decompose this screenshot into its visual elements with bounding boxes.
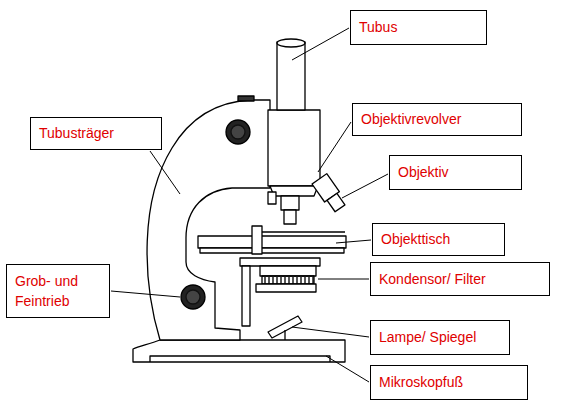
revolver	[270, 186, 318, 196]
leader-line	[318, 279, 369, 280]
part-label: Objektiv	[398, 162, 449, 182]
part-label: Kondensor/ Filter	[379, 269, 486, 289]
part-label: Grob- und Feintrieb	[15, 271, 101, 312]
label-box: Lampe/ Spiegel	[370, 320, 510, 355]
stage-edge	[200, 248, 344, 253]
leader-line	[292, 28, 349, 60]
label-box: Objekttisch	[372, 223, 505, 256]
focus-knob	[181, 285, 205, 309]
foot	[133, 340, 345, 362]
mirror-post	[284, 330, 285, 340]
label-box: Tubusträger	[30, 117, 162, 150]
leader-line	[336, 240, 371, 243]
leader-line	[318, 122, 351, 172]
objective-center	[281, 196, 299, 210]
part-label: Tubusträger	[39, 123, 114, 143]
arm	[147, 100, 270, 340]
part-label: Objekttisch	[381, 229, 450, 249]
leader-line	[150, 151, 180, 194]
condenser-thread	[262, 276, 314, 284]
stage-rail	[262, 231, 345, 232]
part-label: Objektivrevolver	[361, 109, 461, 129]
focus-knob-inner	[186, 290, 200, 304]
objective-left	[268, 192, 276, 204]
tube	[277, 42, 305, 110]
leader-line	[326, 356, 369, 382]
leader-line	[111, 291, 180, 297]
label-box: Tubus	[350, 10, 487, 45]
stage-plate	[198, 236, 346, 248]
foot-edge	[150, 356, 330, 362]
filter	[256, 284, 316, 292]
label-box: Grob- und Feintrieb	[6, 264, 110, 318]
label-box: Objektivrevolver	[352, 103, 522, 136]
label-box: Mikroskopfuß	[370, 365, 528, 400]
arm-knob-inner	[231, 125, 245, 139]
objective-right-tip	[327, 193, 345, 211]
condenser	[260, 266, 316, 276]
objective-tip	[284, 210, 296, 224]
label-box: Kondensor/ Filter	[370, 262, 550, 296]
tube-body	[268, 110, 320, 186]
label-box: Objektiv	[389, 155, 522, 190]
leader-line	[292, 327, 369, 337]
arm-knob	[226, 120, 250, 144]
condenser-bracket	[240, 258, 320, 266]
tube-cap	[277, 39, 305, 47]
part-label: Lampe/ Spiegel	[379, 327, 476, 347]
leader-lines	[111, 28, 388, 382]
stage-clip	[252, 226, 262, 254]
part-label: Tubus	[359, 17, 397, 37]
top-button	[238, 96, 254, 101]
part-label: Mikroskopfuß	[379, 372, 463, 392]
condenser-rod	[242, 266, 250, 326]
leader-line	[342, 174, 388, 198]
